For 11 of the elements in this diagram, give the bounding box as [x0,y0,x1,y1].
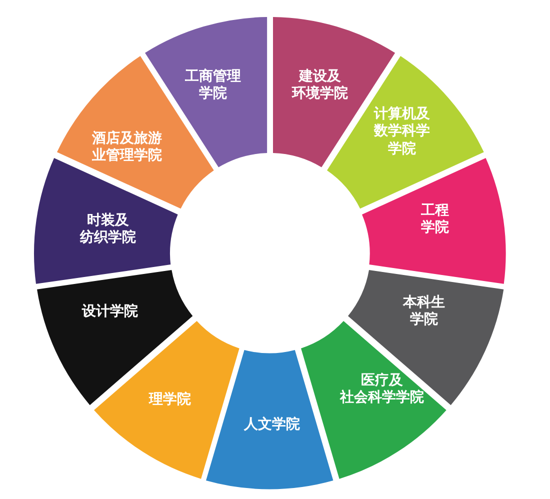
school-label: 建设及环境学院 [292,68,348,104]
school-label: 设计学院 [82,303,138,321]
school-label: 工商管理学院 [184,68,241,104]
school-label: 人文学院 [244,416,300,434]
school-label: 工程学院 [420,202,449,238]
school-label: 酒店及旅游业管理学院 [92,130,162,166]
school-label: 理学院 [148,391,191,409]
school-label: 本科生学院 [402,294,445,330]
school-label: 医疗及社会科学学院 [340,372,424,408]
school-label: 计算机及数学科学学院 [374,106,430,158]
school-label: 时装及纺织学院 [80,212,136,248]
